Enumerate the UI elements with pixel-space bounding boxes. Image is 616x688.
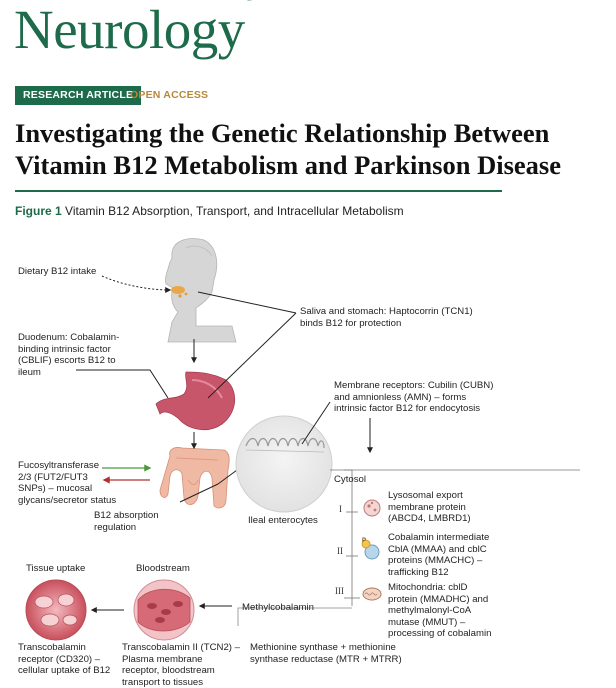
transcobalamin-receptor-label: Transcobalamin receptor (CD320) – cellul… — [18, 642, 110, 677]
fucosyl-line-3: SNPs) – mucosal — [18, 483, 93, 495]
mito-line-2: protein (MMADHC) and — [388, 593, 489, 605]
mito-line-1: Mitochondria: cblD — [388, 582, 468, 593]
membrane-line-2: and amnionless (AMN) – forms — [334, 391, 467, 403]
tc2-line-2: Plasma membrane — [122, 653, 203, 665]
figure-caption: Figure 1 Vitamin B12 Absorption, Transpo… — [15, 204, 404, 218]
head-illustration — [165, 238, 237, 343]
cobalamin-intermediate-label: Cobalamin intermediate CblA (MMAA) and c… — [388, 532, 489, 578]
duodenum-line-3: (CBLIF) escorts B12 to — [18, 355, 116, 367]
lyso-line-3: (ABCD4, LMBRD1) — [388, 513, 471, 525]
fucosyl-line-1: Fucosyltransferase — [18, 460, 100, 471]
tc2-line-1: Transcobalamin II (TCN2) – — [122, 642, 241, 653]
tcr-line-2: receptor (CD320) – — [18, 653, 101, 665]
lyso-line-1: Lysosomal export — [388, 490, 463, 501]
phosphate-badge: P — [362, 538, 367, 544]
figure-label: Figure 1 — [15, 204, 62, 218]
msyn-line-1: Methionine synthase + methionine — [250, 642, 396, 653]
tc2-line-4: transport to tissues — [122, 676, 204, 688]
lysosome-icon — [363, 499, 381, 517]
tissue-uptake-label: Tissue uptake — [26, 563, 86, 574]
fucosyltransferase-label: Fucosyltransferase 2/3 (FUT2/FUT3 SNPs) … — [18, 460, 116, 506]
article-title-line-1: Investigating the Genetic Relationship B… — [15, 118, 550, 148]
methylcobalamin-label: Methylcobalamin — [242, 602, 314, 613]
journal-logo[interactable]: Neurology® — [14, 0, 253, 60]
mito-line-4: mutase (MMUT) – — [388, 616, 466, 628]
dietary-intake-label: Dietary B12 intake — [18, 266, 97, 277]
bloodstream-label: Bloodstream — [136, 563, 190, 574]
stomach-illustration — [155, 371, 235, 431]
article-title: Investigating the Genetic Relationship B… — [15, 117, 610, 181]
ileal-enterocytes-label: Ileal enterocytes — [248, 515, 318, 526]
protein-icon — [361, 539, 380, 560]
bloodstream-illustration — [133, 579, 195, 641]
saliva-stomach-label: Saliva and stomach: Haptocorrin (TCN1) b… — [300, 306, 473, 329]
lysosomal-export-label: Lysosomal export membrane protein (ABCD4… — [388, 490, 471, 525]
saliva-line-2: binds B12 for protection — [300, 317, 402, 329]
fucosyl-line-2: 2/3 (FUT2/FUT3 — [18, 471, 88, 483]
cytosol-label: Cytosol — [334, 474, 366, 485]
cobal-line-1: Cobalamin intermediate — [388, 532, 490, 543]
step-roman-2: II — [337, 546, 343, 556]
duodenum-label: Duodenum: Cobalamin- binding intrinsic f… — [18, 332, 119, 378]
duodenum-line-2: binding intrinsic factor — [18, 343, 111, 355]
lyso-line-2: membrane protein — [388, 501, 466, 513]
b12-reg-line-2: regulation — [94, 521, 137, 533]
title-divider — [15, 190, 502, 192]
tc2-line-3: receptor, bloodstream — [122, 665, 215, 677]
transcobalamin-ii-label: Transcobalamin II (TCN2) – Plasma membra… — [122, 642, 240, 688]
tcr-line-1: Transcobalamin — [18, 642, 86, 653]
fucosyl-line-4: glycans/secretor status — [18, 494, 117, 506]
cobal-line-3: proteins (MMACHC) – — [388, 555, 483, 567]
msyn-line-2: synthase reductase (MTR + MTRR) — [250, 653, 402, 665]
tcr-line-3: cellular uptake of B12 — [18, 665, 111, 677]
membrane-line-3: intrinsic factor B12 for endocytosis — [334, 403, 481, 415]
article-type-badge: RESEARCH ARTICLE — [15, 86, 142, 105]
cobal-line-2: CblA (MMAA) and cblC — [388, 543, 487, 555]
duodenum-line-1: Duodenum: Cobalamin- — [18, 332, 120, 343]
ileal-enterocyte-cell — [235, 415, 333, 513]
article-title-line-2: Vitamin B12 Metabolism and Parkinson Dis… — [15, 150, 561, 180]
intestine-illustration — [159, 447, 230, 509]
duodenum-line-4: ileum — [18, 366, 41, 378]
mito-line-5: processing of cobalamin — [388, 628, 492, 640]
open-access-badge: OPEN ACCESS — [130, 89, 209, 101]
mito-line-3: methylmalonyl-CoA — [388, 605, 472, 617]
membrane-receptors-label: Membrane receptors: Cubilin (CUBN) and a… — [334, 380, 493, 415]
tissue-illustration — [25, 579, 87, 641]
cobal-line-4: trafficking B12 — [388, 566, 449, 578]
step-roman-1: I — [339, 504, 342, 514]
b12-regulation-label: B12 absorption regulation — [94, 510, 159, 533]
methionine-synthase-label: Methionine synthase + methionine synthas… — [250, 642, 402, 665]
saliva-line-1: Saliva and stomach: Haptocorrin (TCN1) — [300, 306, 473, 317]
step-roman-3: III — [335, 586, 344, 596]
mitochondria-label: Mitochondria: cblD protein (MMADHC) and … — [388, 582, 491, 640]
membrane-line-1: Membrane receptors: Cubilin (CUBN) — [334, 380, 494, 391]
mitochondria-icon — [362, 587, 382, 601]
b12-reg-line-1: B12 absorption — [94, 510, 159, 521]
figure-caption-text: Vitamin B12 Absorption, Transport, and I… — [65, 204, 404, 218]
